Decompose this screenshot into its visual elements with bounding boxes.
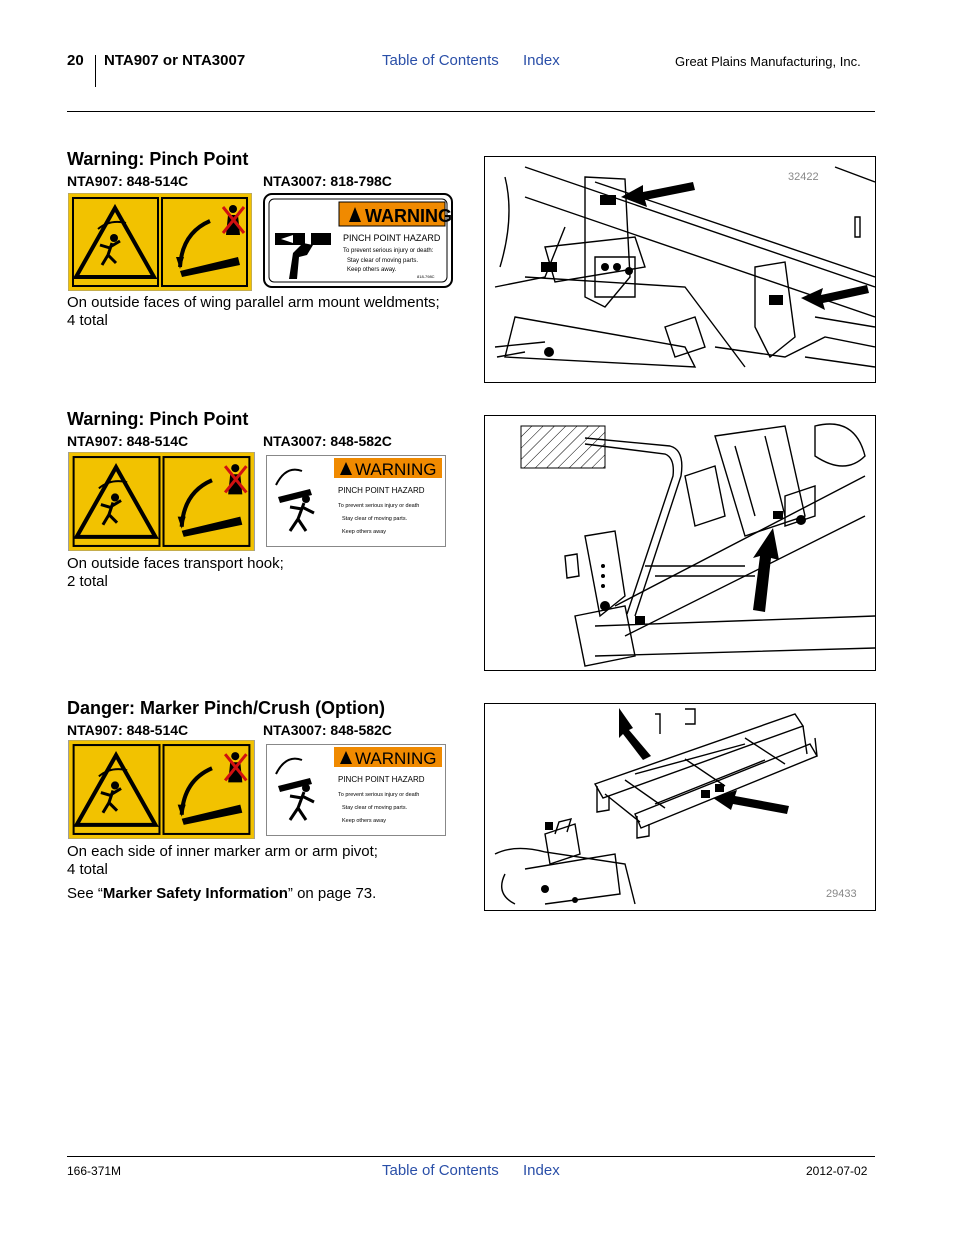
decal-1-title: WARNING	[365, 206, 452, 226]
section-3-desc-line1: On each side of inner marker arm or arm …	[67, 843, 378, 860]
pinch-point-warning-decal-1: WARNING PINCH POINT HAZARD To prevent se…	[263, 193, 453, 288]
figure-marker-arm: 29433	[484, 703, 876, 911]
index-link-header[interactable]: Index	[523, 52, 560, 69]
manual-title: NTA907 or NTA3007	[104, 52, 246, 69]
pinch-point-yellow-decal-3	[68, 740, 255, 839]
section-3-desc-line2: 4 total	[67, 861, 108, 878]
decal-3-bullet2: Keep others away	[342, 818, 386, 824]
section-2-desc-line2: 2 total	[67, 573, 108, 590]
see-reference: See “Marker Safety Information” on page …	[67, 885, 376, 903]
figure-number-3: 29433	[826, 888, 857, 900]
figure-number-1: 32422	[788, 171, 819, 183]
decal-1-hazard: PINCH POINT HAZARD	[343, 233, 441, 243]
decal-3-line1: To prevent serious injury or death	[338, 792, 419, 798]
decal-2-line1: To prevent serious injury or death	[338, 503, 419, 509]
decal-3-hazard: PINCH POINT HAZARD	[338, 775, 425, 784]
section-3-left-label: NTA907: 848-514C	[67, 722, 189, 738]
page-number: 20	[67, 52, 84, 69]
section-3-right-label: NTA3007: 848-582C	[263, 722, 392, 738]
decal-2-bullet1: Stay clear of moving parts.	[342, 516, 408, 522]
wing-mount-drawing: 32422	[494, 166, 875, 368]
decal-1-line1: To prevent serious injury or death:	[343, 248, 434, 254]
section-title-3: Danger: Marker Pinch/Crush (Option)	[67, 698, 386, 718]
doc-date: 2012-07-02	[806, 1164, 868, 1178]
section-2-right-label: NTA3007: 848-582C	[263, 433, 392, 449]
pinch-point-yellow-decal-2	[68, 452, 255, 551]
decal-2-bullet2: Keep others away	[342, 529, 386, 535]
company-name: Great Plains Manufacturing, Inc.	[675, 54, 861, 69]
section-2-left-label: NTA907: 848-514C	[67, 433, 189, 449]
header-rule	[67, 111, 875, 112]
see-prefix: See “	[67, 885, 103, 902]
marker-arm-drawing: 29433	[494, 708, 857, 905]
pinch-point-warning-decal-2: WARNING PINCH POINT HAZARD To prevent se…	[266, 455, 446, 547]
section-title-1: Warning: Pinch Point	[67, 149, 249, 169]
section-1-right-label: NTA3007: 818-798C	[263, 173, 392, 189]
decal-1-bullet2: Keep others away.	[347, 267, 397, 273]
decal-1-code: 818-798C	[417, 274, 435, 279]
section-2-desc-line1: On outside faces transport hook;	[67, 555, 284, 572]
figure-transport-hook	[484, 415, 876, 671]
section-title-2: Warning: Pinch Point	[67, 409, 249, 429]
footer-rule	[67, 1156, 875, 1157]
doc-number: 166-371M	[67, 1164, 122, 1178]
see-link-text[interactable]: Marker Safety Information	[102, 885, 288, 902]
decal-3-title: WARNING	[355, 749, 437, 768]
pinch-point-yellow-decal-1	[68, 193, 252, 291]
toc-link-footer[interactable]: Table of Contents	[382, 1162, 499, 1179]
header-divider	[95, 55, 96, 87]
decal-1-bullet1: Stay clear of moving parts.	[347, 258, 418, 264]
decal-2-hazard: PINCH POINT HAZARD	[338, 486, 425, 495]
decal-3-bullet1: Stay clear of moving parts.	[342, 805, 408, 811]
see-suffix: ” on page 73.	[287, 885, 377, 902]
pinch-point-warning-decal-3: WARNING PINCH POINT HAZARD To prevent se…	[266, 744, 446, 836]
section-1-desc-line1: On outside faces of wing parallel arm mo…	[67, 294, 440, 311]
transport-hook-drawing	[520, 423, 875, 667]
index-link-footer[interactable]: Index	[523, 1162, 560, 1179]
toc-link-header[interactable]: Table of Contents	[382, 52, 499, 69]
decal-2-title: WARNING	[355, 460, 437, 479]
section-1-desc-line2: 4 total	[67, 312, 108, 329]
figure-wing-parallel-arm: 32422	[484, 156, 876, 383]
section-1-left-label: NTA907: 848-514C	[67, 173, 189, 189]
